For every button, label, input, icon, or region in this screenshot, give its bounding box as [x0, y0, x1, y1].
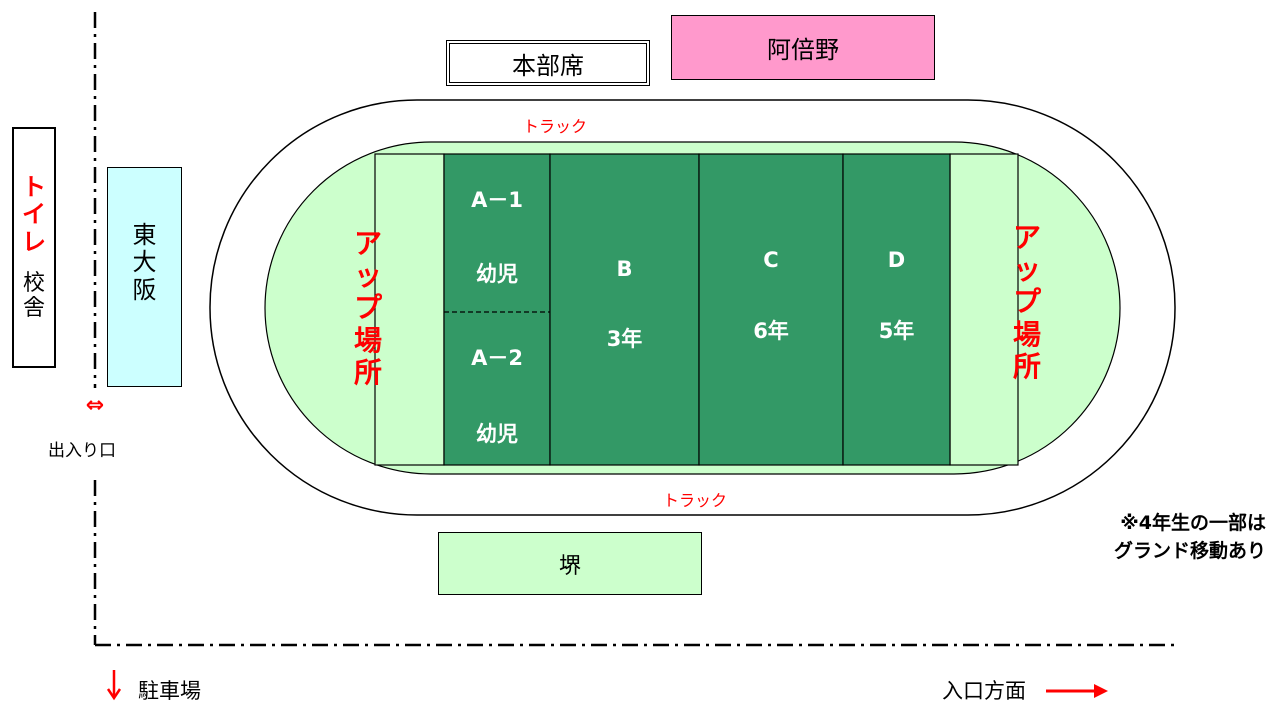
field-a2-group: 幼児 — [476, 422, 518, 446]
school-building-label: 校 舎 — [22, 270, 45, 321]
field-b — [549, 153, 700, 466]
entry-direction-label: 入口方面 — [942, 679, 1026, 703]
warmup-area-left-label: ア ッ プ 場 所 — [353, 227, 382, 389]
field-a1-group: 幼児 — [476, 262, 518, 286]
track-label-bottom: トラック — [662, 491, 727, 510]
field-d-group: 5年 — [878, 319, 915, 343]
field-c-name: C — [763, 248, 779, 272]
field-b-group: 3年 — [606, 327, 643, 351]
toilet-label: ト イ レ — [22, 172, 46, 256]
entrance-label: 出入り口 — [48, 441, 116, 461]
higashi-osaka-area: 東 大 阪 — [107, 167, 182, 387]
field-a1-name: A－1 — [471, 188, 523, 212]
field-c — [698, 153, 844, 466]
field-d — [842, 153, 951, 466]
toilet-school-box: ト イ レ 校 舎 — [12, 127, 56, 368]
hq-seat-box: 本部席 — [446, 40, 650, 86]
entry-arrow-head — [1094, 684, 1108, 698]
track-label-top: トラック — [522, 117, 587, 136]
warmup-area-right-label: ア ッ プ 場 所 — [1012, 221, 1041, 383]
parking-label: 駐車場 — [138, 679, 201, 703]
field-c-group: 6年 — [753, 319, 789, 343]
hq-seat-label: 本部席 — [512, 51, 584, 80]
abeno-area: 阿倍野 — [671, 15, 935, 80]
field-a2-name: A－2 — [471, 346, 523, 370]
field-b-name: B — [616, 257, 633, 281]
grade4-note-line1: ※4年生の一部は — [1120, 512, 1266, 534]
entrance-arrow-icon: ⇔ — [85, 393, 105, 418]
sakai-area: 堺 — [438, 532, 702, 595]
parking-arrow-head — [106, 688, 122, 701]
grade4-note: ※4年生の一部は グランド移動あり — [1020, 510, 1266, 565]
warmup-strip-left — [374, 153, 445, 466]
grade4-note-line2: グランド移動あり — [1113, 539, 1266, 562]
field-a — [443, 153, 551, 466]
abeno-label: 阿倍野 — [767, 36, 839, 64]
field-d-name: D — [887, 248, 906, 272]
sakai-label: 堺 — [558, 553, 581, 579]
warmup-strip-right — [949, 153, 1019, 466]
